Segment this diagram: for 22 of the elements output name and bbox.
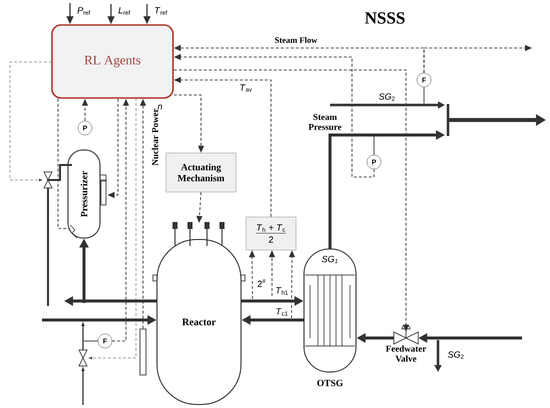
text-label: SG$_{2}$	[378, 92, 396, 102]
edge-label: T$_{ref}$	[153, 6, 169, 16]
agent-box: RL Agents	[51, 24, 174, 99]
steam-generator-vessel: SG$_{1}$	[304, 248, 356, 372]
edge-label: T$_{av}$	[238, 83, 254, 93]
text-label: Steam Pressure	[308, 114, 342, 130]
vessel-label: OTSG	[317, 380, 343, 386]
edge-label: P$_{ref}$	[76, 6, 92, 16]
pressurizer-vessel: Pressurizer	[68, 150, 100, 238]
edge-label: T$_{c1}$	[274, 307, 290, 317]
reactor-vessel: Reactor	[156, 239, 242, 405]
edge-label: 2$^{#}$	[256, 278, 268, 288]
edge-label: L$_{ref}$	[117, 6, 132, 16]
edge-label: Steam Flow	[274, 36, 318, 44]
signal-line	[58, 98, 70, 229]
detector-bar	[140, 328, 146, 376]
process-box: Actuating Mechanism	[166, 152, 236, 192]
title: NSSS	[365, 12, 405, 24]
text-label: SG$_{2}$	[448, 351, 464, 359]
text-label: Nuclear Power	[152, 108, 158, 166]
edge-label: T$_{h1}$	[274, 286, 290, 296]
averaging-box: T$_{h}$ + T$_{c}$ 2	[246, 216, 296, 250]
